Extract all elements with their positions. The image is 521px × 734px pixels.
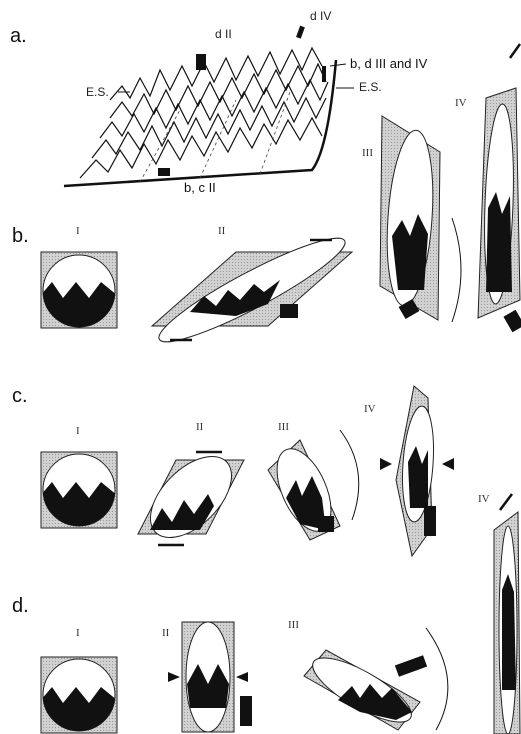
stage-label: II bbox=[196, 421, 204, 433]
panel-d: d. I II III bbox=[12, 595, 448, 734]
stage-label: I bbox=[76, 627, 80, 639]
far-right-strip bbox=[494, 494, 520, 734]
stage-ii-shape bbox=[151, 225, 353, 355]
marker-square bbox=[318, 516, 334, 532]
label-es-left: E.S. bbox=[86, 85, 109, 99]
stage-label: IV bbox=[478, 493, 490, 505]
stage-label: IV bbox=[455, 97, 467, 109]
stage-label: IV bbox=[364, 403, 376, 415]
stage-label: II bbox=[162, 627, 170, 639]
panel-b-label: b. bbox=[12, 225, 29, 247]
compression-arrow bbox=[380, 458, 392, 470]
shear-arrow bbox=[500, 494, 512, 510]
stage-ii-shape bbox=[168, 622, 252, 732]
stage-label: II bbox=[218, 225, 226, 237]
marker-square bbox=[296, 26, 305, 39]
marker-square bbox=[280, 304, 298, 318]
label-es-right: E.S. bbox=[359, 80, 382, 94]
stage-i-box bbox=[40, 452, 118, 530]
stage-label: III bbox=[278, 421, 289, 433]
stage-iii-shape bbox=[380, 116, 461, 322]
stage-label: III bbox=[288, 619, 299, 631]
marker-square bbox=[158, 168, 170, 176]
marker-square bbox=[395, 655, 427, 677]
stage-label: I bbox=[76, 225, 80, 237]
panel-a: a. d II d IV E.S. b, d III and IV E.S. bbox=[10, 9, 428, 195]
rotation-arrow bbox=[340, 430, 359, 520]
stage-iii-shape bbox=[304, 628, 448, 734]
label-d-ii: d II bbox=[215, 27, 232, 41]
compression-arrow bbox=[236, 672, 248, 682]
stage-iv-shape bbox=[478, 44, 521, 332]
marker-square bbox=[424, 506, 436, 536]
label-b-c-ii: b, c II bbox=[184, 180, 216, 195]
marker-square bbox=[322, 66, 326, 82]
stage-ii-shape bbox=[136, 442, 246, 552]
marker-square bbox=[503, 310, 521, 333]
compression-arrow bbox=[442, 458, 454, 470]
panel-a-label: a. bbox=[10, 25, 27, 47]
marker-square bbox=[196, 54, 206, 70]
stage-iii-shape bbox=[266, 430, 359, 540]
panel-d-label: d. bbox=[12, 595, 29, 617]
surface-outline bbox=[64, 60, 336, 186]
label-b-d-iii-iv: b, d III and IV bbox=[350, 56, 428, 71]
rotation-arrow bbox=[426, 628, 448, 730]
stage-label: I bbox=[76, 425, 80, 437]
leader-line bbox=[330, 64, 346, 66]
shear-arrow bbox=[510, 44, 520, 58]
stage-i-box bbox=[40, 252, 118, 330]
rotation-arrow bbox=[452, 218, 461, 322]
panel-c-label: c. bbox=[12, 385, 28, 407]
stage-label: III bbox=[362, 147, 373, 159]
compression-arrow bbox=[168, 672, 180, 682]
label-d-iv: d IV bbox=[310, 9, 331, 23]
stage-iv-shape bbox=[380, 386, 454, 556]
stage-i-box bbox=[40, 657, 118, 734]
marker-square bbox=[240, 696, 252, 726]
